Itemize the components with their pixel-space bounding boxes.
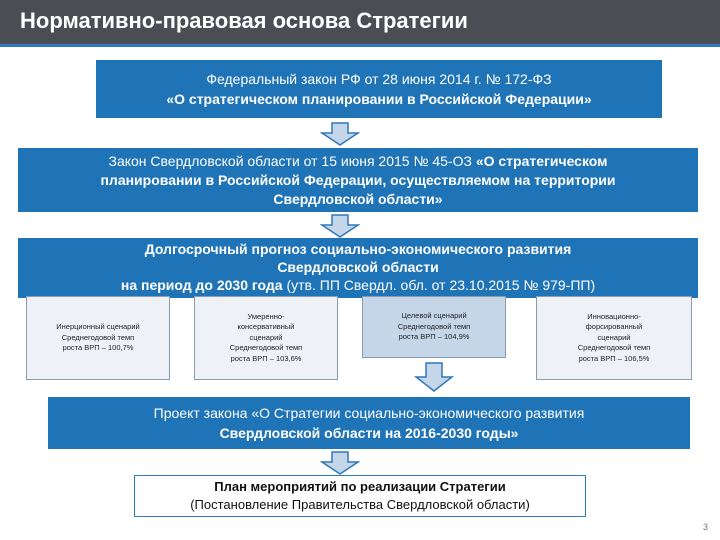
action-plan-source: (Постановление Правительства Свердловско… — [190, 497, 530, 512]
scenario-target: Целевой сценарий Среднегодовой темп рост… — [362, 296, 506, 358]
scenario-growth: роста ВРП – 104,9% — [398, 332, 470, 342]
title-bar: Нормативно-правовая основа Стратегии — [0, 0, 720, 47]
scenario-label: Инерционный сценарий — [56, 322, 140, 332]
scenario-label: сценарий — [597, 332, 631, 342]
forecast-line2: Свердловской области — [18, 258, 698, 276]
scenario-label: Среднегодовой темп — [229, 343, 303, 353]
scenario-label: Инновационно- — [587, 311, 641, 321]
federal-law-line2: «О стратегическом планировании в Российс… — [96, 89, 662, 109]
strategy-draft-line2: Свердловской области на 2016-2030 годы» — [48, 423, 690, 443]
forecast-box: Долгосрочный прогноз социально-экономиче… — [18, 238, 698, 298]
scenario-growth: роста ВРП – 106,5% — [578, 353, 650, 363]
scenario-inertial: Инерционный сценарий Среднегодовой темп … — [26, 296, 170, 380]
regional-law-box: Закон Свердловской области от 15 июня 20… — [18, 148, 698, 212]
regional-law-line1: Закон Свердловской области от 15 июня 20… — [18, 152, 698, 171]
page-number: 3 — [702, 522, 708, 532]
federal-law-box: Федеральный закон РФ от 28 июня 2014 г. … — [96, 60, 662, 118]
federal-law-title: «О стратегическом планировании в Российс… — [166, 91, 592, 107]
scenario-innovative-forced: Инновационно- форсированный сценарий Сре… — [536, 296, 692, 380]
page-title: Нормативно-правовая основа Стратегии — [20, 8, 468, 33]
forecast-title: Долгосрочный прогноз социально-экономиче… — [144, 241, 572, 257]
regional-law-title-start: «О стратегическом — [475, 152, 608, 169]
federal-law-line1: Федеральный закон РФ от 28 июня 2014 г. … — [206, 71, 552, 87]
strategy-draft-line1: Проект закона «О Стратегии социально-эко… — [153, 405, 585, 421]
strategy-draft-box: Проект закона «О Стратегии социально-эко… — [48, 397, 690, 449]
scenario-growth: роста ВРП – 103,6% — [230, 353, 302, 363]
regional-law-line3: Свердловской области» — [18, 190, 698, 209]
down-arrow-icon — [320, 122, 360, 146]
scenario-growth: роста ВРП – 100,7% — [62, 343, 134, 353]
scenario-label: Среднегодовой темп — [397, 321, 471, 331]
scenario-moderate-conservative: Умеренно- консервативный сценарий Средне… — [194, 296, 338, 380]
regional-law-title-middle: планировании в Российской Федерации, осу… — [100, 171, 616, 188]
down-arrow-icon — [414, 362, 454, 392]
forecast-period: на период до 2030 года — [120, 277, 283, 293]
regional-law-title-end: Свердловской области» — [273, 190, 443, 207]
action-plan-title: План мероприятий по реализации Стратегии — [135, 478, 585, 496]
down-arrow-icon — [320, 451, 360, 475]
scenario-label: Целевой сценарий — [401, 311, 467, 321]
scenario-label: форсированный — [585, 322, 643, 332]
forecast-line3: на период до 2030 года (утв. ПП Свердл. … — [18, 276, 698, 294]
scenario-label: Умеренно- — [247, 311, 285, 321]
scenario-label: сценарий — [249, 332, 283, 342]
down-arrow-icon — [320, 214, 360, 238]
scenario-label: консервативный — [237, 322, 295, 332]
forecast-line1: Долгосрочный прогноз социально-экономиче… — [18, 240, 698, 258]
scenario-label: Среднегодовой темп — [61, 332, 135, 342]
action-plan-title-text: План мероприятий по реализации Стратегии — [214, 479, 506, 494]
forecast-region: Свердловской области — [277, 259, 439, 275]
regional-law-number: Закон Свердловской области от 15 июня 20… — [108, 152, 476, 169]
regional-law-line2: планировании в Российской Федерации, осу… — [18, 171, 698, 190]
action-plan-box: План мероприятий по реализации Стратегии… — [134, 475, 586, 517]
strategy-draft-title-end: Свердловской области на 2016-2030 годы» — [219, 425, 519, 441]
scenario-label: Среднегодовой темп — [577, 343, 651, 353]
forecast-approval: (утв. ПП Свердл. обл. от 23.10.2015 № 97… — [282, 277, 596, 293]
